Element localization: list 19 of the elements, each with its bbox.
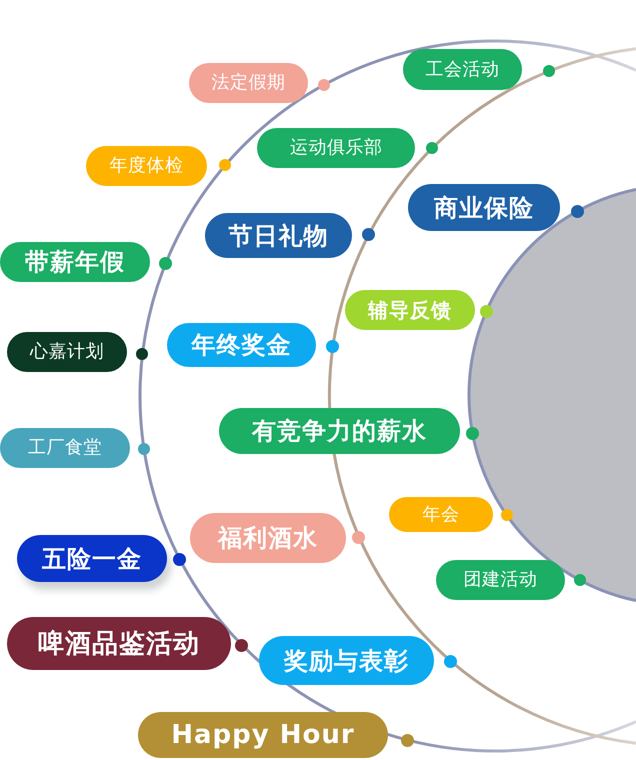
tag-pill: 节日礼物 — [205, 213, 352, 258]
tag-pill: 有竞争力的薪水 — [219, 408, 460, 454]
tag-pill: 奖励与表彰 — [259, 636, 434, 685]
tag-pill: 团建活动 — [436, 560, 565, 600]
tag-pill: 商业保险 — [408, 184, 560, 231]
tag-pill: 心嘉计划 — [7, 332, 127, 372]
tag-pill: 五险一金 — [17, 535, 167, 582]
tag-pill: 年会 — [389, 497, 493, 532]
tag-pill: 年度体检 — [86, 146, 207, 186]
tag-pill: 福利酒水 — [190, 513, 346, 563]
tag-pill: 带薪年假 — [0, 242, 150, 282]
tag-pill: 工会活动 — [403, 49, 522, 90]
tag-pill: 辅导反馈 — [345, 290, 475, 330]
tag-pill: Happy Hour — [138, 712, 388, 758]
tag-pill: 年终奖金 — [167, 323, 316, 367]
tag-pill: 运动俱乐部 — [257, 128, 415, 168]
tag-pill: 法定假期 — [189, 63, 308, 103]
tag-pill: 工厂食堂 — [0, 428, 130, 468]
tag-pill: 啤酒品鉴活动 — [7, 617, 231, 670]
